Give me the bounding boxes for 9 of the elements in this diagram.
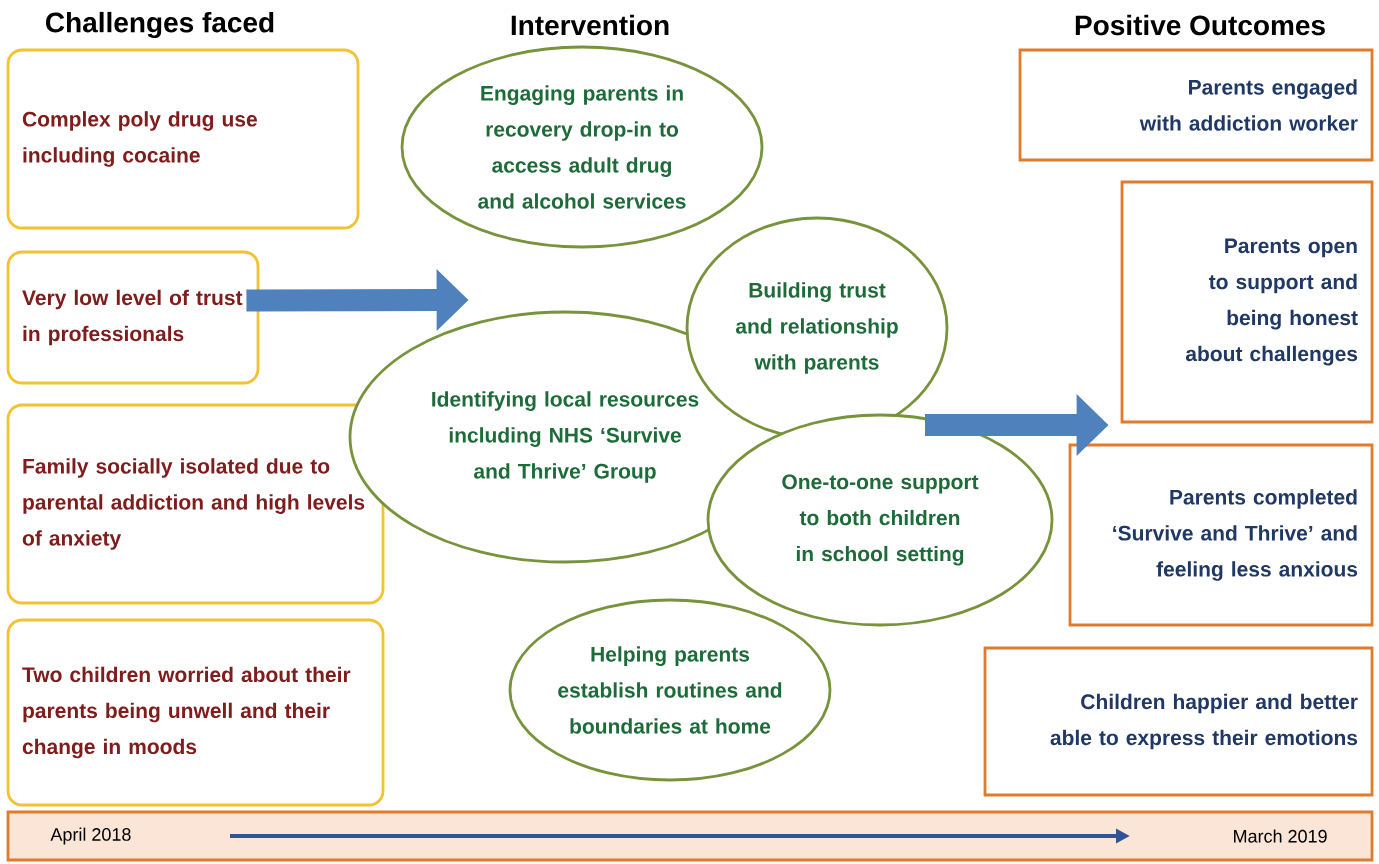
outcome-box: Parents engaged with addiction worker [1018,48,1374,162]
challenge-box: Very low level of trust in professionals [6,250,260,385]
challenge-box: Complex poly drug use including cocaine [6,48,360,230]
outcome-box: Parents open to support and being honest about challenges [1120,180,1374,424]
challenge-box: Family socially isolated due to parental addiction and high levels of anxiety [6,403,385,605]
outcome-box: Children happier and better able to express their emotions [983,646,1374,797]
outcome-box: Parents completed ‘Survive and Thrive’ and feeling less anxious [1068,443,1374,627]
timeline-band: April 2018 March 2019 [6,810,1374,862]
challenge-box: Two children worried about their parents being unwell and their change in moods [6,618,385,807]
